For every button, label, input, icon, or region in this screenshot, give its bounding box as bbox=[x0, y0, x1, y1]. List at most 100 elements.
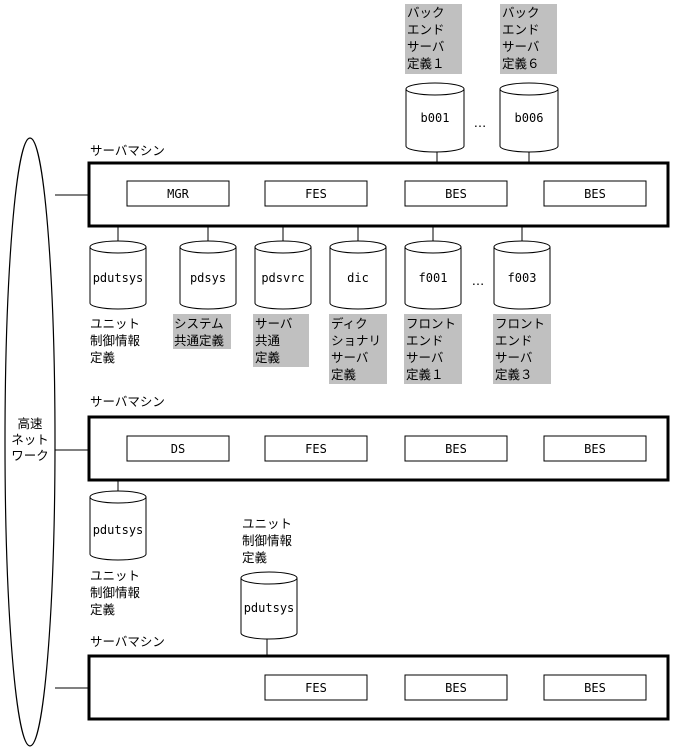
server-label: FES bbox=[305, 187, 327, 201]
server-label: BES bbox=[445, 681, 467, 695]
def-unit-control-3: ユニット 制御情報 定義 bbox=[242, 516, 293, 565]
cylinder-f003: f003 bbox=[493, 226, 551, 310]
machine-label: サーバマシン bbox=[90, 394, 165, 409]
highlight-bg bbox=[253, 314, 309, 367]
svg-text:定義: 定義 bbox=[90, 602, 116, 617]
svg-text:ユニット: ユニット bbox=[90, 316, 140, 331]
backend-def-1: バック エンド サーバ 定義１ bbox=[405, 4, 462, 74]
cylinder-label: pdutsys bbox=[244, 601, 295, 615]
cylinder-label: pdutsys bbox=[93, 271, 144, 285]
cylinder-label: b006 bbox=[515, 111, 544, 125]
svg-text:定義６: 定義６ bbox=[502, 56, 540, 71]
svg-text:エンド: エンド bbox=[502, 22, 540, 37]
server-machine-2: サーバマシン DS FES BES BES bbox=[87, 394, 670, 482]
svg-text:サーバ: サーバ bbox=[331, 350, 368, 365]
server-label: BES bbox=[445, 442, 467, 456]
server-label: BES bbox=[584, 442, 606, 456]
cylinder-label: f003 bbox=[508, 271, 537, 285]
network-label-line-3: ワーク bbox=[11, 448, 49, 463]
server-label: BES bbox=[584, 681, 606, 695]
svg-text:フロント: フロント bbox=[406, 316, 456, 331]
def-system-common: システム 共通定義 bbox=[173, 314, 231, 349]
cylinder-pdutsys-1: pdutsys bbox=[89, 226, 147, 310]
svg-text:システム: システム bbox=[174, 316, 224, 331]
server-box: MGR bbox=[126, 180, 230, 207]
server-box: BES bbox=[404, 435, 508, 462]
svg-text:制御情報: 制御情報 bbox=[242, 533, 293, 548]
svg-text:ディク: ディク bbox=[331, 316, 368, 331]
server-box: FES bbox=[264, 180, 368, 207]
cylinder-f001: f001 bbox=[404, 226, 462, 310]
def-frontend-server-1: フロント エンド サーバ 定義１ bbox=[404, 314, 462, 384]
svg-text:エンド: エンド bbox=[495, 333, 533, 348]
server-box: FES bbox=[264, 435, 368, 462]
cylinder-label: f001 bbox=[419, 271, 448, 285]
ellipsis: … bbox=[472, 273, 485, 288]
cylinder-pdutsys-3: pdutsys bbox=[240, 571, 298, 656]
svg-text:バック: バック bbox=[502, 5, 540, 20]
svg-text:サーバ: サーバ bbox=[406, 350, 443, 365]
svg-text:共通定義: 共通定義 bbox=[174, 333, 225, 348]
server-box: BES bbox=[543, 180, 647, 207]
highlight-bg bbox=[404, 314, 462, 384]
cylinder-pdutsys-2: pdutsys bbox=[89, 480, 147, 561]
svg-text:エンド: エンド bbox=[406, 333, 444, 348]
server-box: BES bbox=[404, 674, 508, 701]
server-label: FES bbox=[305, 681, 327, 695]
server-box: BES bbox=[404, 180, 508, 207]
backend-def-6: バック エンド サーバ 定義６ bbox=[500, 4, 557, 74]
server-label: MGR bbox=[167, 187, 189, 201]
server-box: FES bbox=[264, 674, 368, 701]
def-server-common: サーバ 共通 定義 bbox=[253, 314, 309, 367]
svg-text:ユニット: ユニット bbox=[90, 568, 140, 583]
cylinder-label: pdsys bbox=[190, 271, 226, 285]
svg-text:エンド: エンド bbox=[407, 22, 445, 37]
svg-text:定義３: 定義３ bbox=[495, 367, 533, 382]
svg-text:バック: バック bbox=[407, 5, 445, 20]
svg-text:定義: 定義 bbox=[242, 550, 268, 565]
cylinder-b006: b006 bbox=[499, 82, 559, 163]
ellipsis: … bbox=[474, 115, 487, 130]
network-connections bbox=[55, 194, 89, 689]
svg-text:サーバ: サーバ bbox=[502, 39, 539, 54]
server-label: BES bbox=[584, 187, 606, 201]
server-label: BES bbox=[445, 187, 467, 201]
def-unit-control-1: ユニット 制御情報 定義 bbox=[90, 316, 141, 365]
svg-text:定義: 定義 bbox=[90, 350, 116, 365]
svg-text:サーバ: サーバ bbox=[407, 39, 444, 54]
server-box: BES bbox=[543, 674, 647, 701]
network-label-line-1: 高速 bbox=[17, 416, 43, 431]
cylinder-pdsys: pdsys bbox=[179, 226, 237, 310]
highlight-bg bbox=[493, 314, 551, 384]
svg-text:定義: 定義 bbox=[255, 350, 281, 365]
network-ellipse bbox=[4, 137, 56, 747]
svg-text:ショナリ: ショナリ bbox=[331, 333, 381, 348]
highlight-bg bbox=[405, 4, 462, 74]
cylinder-b001: b001 bbox=[405, 82, 465, 163]
svg-text:サーバ: サーバ bbox=[495, 350, 532, 365]
highlight-bg bbox=[173, 314, 231, 349]
machine-label: サーバマシン bbox=[90, 143, 165, 158]
server-box: BES bbox=[543, 435, 647, 462]
network: 高速 ネット ワーク bbox=[4, 137, 56, 747]
cylinder-label: b001 bbox=[421, 111, 450, 125]
svg-text:フロント: フロント bbox=[495, 316, 545, 331]
svg-text:制御情報: 制御情報 bbox=[90, 585, 141, 600]
svg-text:ユニット: ユニット bbox=[242, 516, 292, 531]
cylinder-dic: dic bbox=[329, 226, 387, 310]
server-machine-3: サーバマシン FES BES BES bbox=[87, 634, 670, 721]
network-label-line-2: ネット bbox=[11, 432, 49, 447]
machine-label: サーバマシン bbox=[90, 634, 165, 649]
svg-text:定義１: 定義１ bbox=[407, 56, 445, 71]
def-frontend-server-3: フロント エンド サーバ 定義３ bbox=[493, 314, 551, 384]
highlight-bg bbox=[329, 314, 387, 384]
svg-text:共通: 共通 bbox=[255, 333, 281, 348]
server-machine-1: サーバマシン MGR FES BES BES bbox=[87, 143, 670, 228]
server-box: DS bbox=[126, 435, 230, 462]
def-dictionary-server: ディク ショナリ サーバ 定義 bbox=[329, 314, 387, 384]
cylinder-label: pdutsys bbox=[93, 523, 144, 537]
server-label: FES bbox=[305, 442, 327, 456]
highlight-bg bbox=[500, 4, 557, 74]
svg-text:サーバ: サーバ bbox=[255, 316, 292, 331]
